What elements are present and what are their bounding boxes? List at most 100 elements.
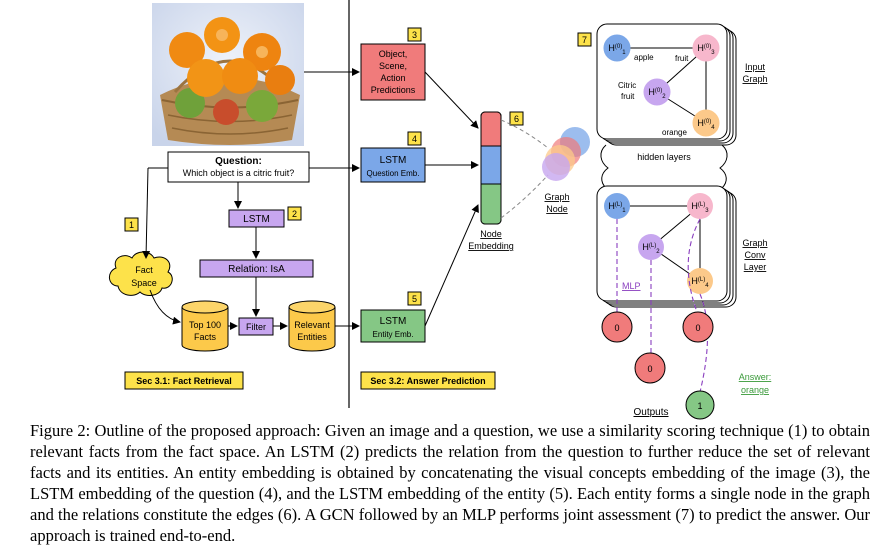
svg-text:H(L)2: H(L)2 bbox=[642, 242, 660, 255]
question-box: Question: Which object is a citric fruit… bbox=[167, 151, 310, 183]
svg-text:5: 5 bbox=[412, 294, 417, 304]
lstm-entity-embedding-box: LSTM Entity Emb. bbox=[360, 309, 426, 343]
question-text: Which object is a citric fruit? bbox=[183, 168, 295, 178]
svg-text:Conv: Conv bbox=[744, 250, 766, 260]
step-marker-7: 7 bbox=[577, 32, 592, 47]
svg-text:H(0)4: H(0)4 bbox=[697, 118, 715, 131]
svg-text:Node: Node bbox=[546, 204, 568, 214]
output-node-1: 0 bbox=[601, 311, 633, 343]
input-graph-label: Input Graph bbox=[742, 62, 767, 84]
svg-text:4: 4 bbox=[412, 134, 417, 144]
input-node-3: H(0)3 bbox=[692, 34, 720, 62]
gcn-node-1: H(L)1 bbox=[604, 193, 630, 219]
caption-text: Outline of the proposed approach: Given … bbox=[30, 421, 870, 545]
filter-box: Filter bbox=[238, 317, 274, 336]
entity-label-apple: apple bbox=[634, 53, 654, 62]
svg-text:Graph: Graph bbox=[544, 192, 569, 202]
input-node-2: H(0)2 bbox=[643, 78, 671, 106]
svg-text:Predictions: Predictions bbox=[371, 85, 416, 95]
embedding-arrows bbox=[424, 71, 479, 327]
entity-label-fruit: fruit bbox=[675, 54, 689, 63]
svg-text:0: 0 bbox=[695, 323, 700, 333]
svg-text:Action: Action bbox=[380, 73, 405, 83]
svg-text:1: 1 bbox=[129, 220, 134, 230]
step-marker-2: 2 bbox=[287, 206, 302, 221]
graph-node-circles bbox=[542, 127, 590, 181]
svg-text:Question Emb.: Question Emb. bbox=[367, 169, 420, 178]
outputs-label: Outputs bbox=[633, 407, 668, 418]
svg-text:Space: Space bbox=[131, 278, 157, 288]
figure-caption: Figure 2: Outline of the proposed approa… bbox=[30, 420, 870, 546]
relevant-entities-database: Relevant Entities bbox=[288, 300, 336, 352]
svg-text:6: 6 bbox=[514, 114, 519, 124]
lstm-question-embedding-box: LSTM Question Emb. bbox=[360, 147, 426, 183]
svg-text:0: 0 bbox=[647, 364, 652, 374]
graph-node-connectors bbox=[500, 119, 549, 219]
graph-node-label: Graph Node bbox=[544, 192, 569, 214]
top-facts-database: Top 100 Facts bbox=[181, 300, 229, 352]
svg-text:2: 2 bbox=[292, 209, 297, 219]
svg-text:H(0)3: H(0)3 bbox=[697, 43, 715, 56]
svg-text:LSTM: LSTM bbox=[380, 155, 407, 166]
step-marker-6: 6 bbox=[509, 111, 524, 126]
svg-text:Filter: Filter bbox=[246, 322, 266, 332]
input-node-4: H(0)4 bbox=[692, 109, 720, 137]
svg-text:Input: Input bbox=[745, 62, 766, 72]
svg-text:Sec 3.2: Answer Prediction: Sec 3.2: Answer Prediction bbox=[370, 376, 485, 386]
gcn-node-4: H(L)4 bbox=[687, 268, 713, 294]
gcn-node-2: H(L)2 bbox=[638, 234, 664, 260]
svg-text:Answer:: Answer: bbox=[739, 372, 772, 382]
step-marker-4: 4 bbox=[407, 131, 422, 146]
svg-text:7: 7 bbox=[582, 35, 587, 45]
input-image bbox=[152, 3, 304, 146]
node-embedding-label: Node Embedding bbox=[468, 229, 514, 251]
relation-box: Relation: IsA bbox=[199, 259, 314, 278]
svg-text:Relevant: Relevant bbox=[294, 320, 330, 330]
svg-text:H(L)4: H(L)4 bbox=[691, 276, 709, 289]
section-label-fact-retrieval: Sec 3.1: Fact Retrieval bbox=[124, 371, 244, 390]
svg-text:H(0)2: H(0)2 bbox=[648, 87, 666, 100]
entity-label-citric: Citric bbox=[618, 81, 636, 90]
svg-text:LSTM: LSTM bbox=[243, 214, 270, 225]
svg-text:3: 3 bbox=[412, 30, 417, 40]
svg-text:Node: Node bbox=[480, 229, 502, 239]
svg-text:H(L)3: H(L)3 bbox=[691, 201, 709, 214]
lstm-relation-box: LSTM bbox=[228, 209, 285, 228]
svg-text:1: 1 bbox=[697, 401, 702, 411]
graph-conv-layer-label: Graph Conv Layer bbox=[742, 238, 767, 272]
svg-text:Scene,: Scene, bbox=[379, 61, 407, 71]
hidden-layers-label: hidden layers bbox=[637, 152, 691, 162]
mlp-label: MLP bbox=[622, 281, 641, 291]
fact-space-cloud: Fact Space bbox=[109, 251, 173, 296]
svg-text:orange: orange bbox=[741, 385, 769, 395]
answer-label: Answer: orange bbox=[739, 372, 772, 395]
svg-text:Sec 3.1: Fact Retrieval: Sec 3.1: Fact Retrieval bbox=[136, 376, 232, 386]
pipeline-diagram: 1 2 3 4 5 6 7 Question: Which object is … bbox=[109, 0, 772, 420]
svg-text:H(0)1: H(0)1 bbox=[608, 43, 626, 56]
hidden-layers-connector bbox=[600, 144, 728, 189]
section-label-answer-prediction: Sec 3.2: Answer Prediction bbox=[360, 371, 496, 390]
input-node-1: H(0)1 bbox=[603, 34, 631, 62]
output-node-2: 0 bbox=[634, 352, 666, 384]
svg-text:0: 0 bbox=[614, 323, 619, 333]
svg-text:Entity Emb.: Entity Emb. bbox=[373, 330, 414, 339]
output-node-4: 1 bbox=[685, 390, 715, 420]
gcn-node-3: H(L)3 bbox=[687, 193, 713, 219]
svg-text:Relation: IsA: Relation: IsA bbox=[228, 264, 285, 275]
step-marker-3: 3 bbox=[407, 27, 422, 42]
svg-text:Object,: Object, bbox=[379, 49, 408, 59]
svg-text:Fact: Fact bbox=[135, 265, 153, 275]
step-marker-1: 1 bbox=[124, 217, 139, 232]
step-marker-5: 5 bbox=[407, 291, 422, 306]
question-title: Question: bbox=[215, 156, 262, 167]
svg-text:Top 100: Top 100 bbox=[189, 320, 221, 330]
svg-text:Embedding: Embedding bbox=[468, 241, 514, 251]
svg-text:LSTM: LSTM bbox=[380, 316, 407, 327]
entity-label-citric-fruit: fruit bbox=[621, 92, 635, 101]
visual-concepts-box: Object, Scene, Action Predictions bbox=[360, 43, 426, 101]
caption-heading: Figure 2: bbox=[30, 421, 91, 440]
svg-text:Graph: Graph bbox=[742, 74, 767, 84]
svg-text:Layer: Layer bbox=[744, 262, 767, 272]
output-node-3: 0 bbox=[682, 311, 714, 343]
